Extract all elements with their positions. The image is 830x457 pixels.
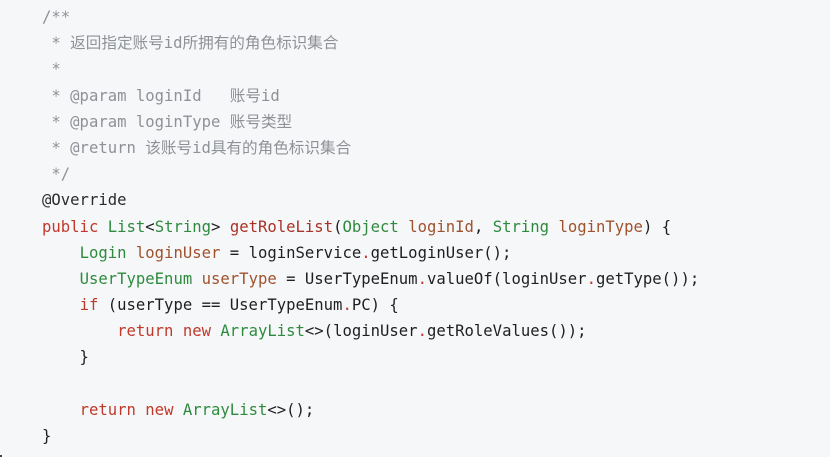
assign-usertypeenum: = UserTypeEnum	[276, 269, 418, 288]
member-dot: .	[342, 296, 352, 315]
type-object: Object	[342, 217, 399, 236]
indent	[42, 401, 80, 419]
method-close-line: }	[42, 423, 830, 449]
type-string: String	[154, 217, 212, 236]
keyword-public: public	[42, 217, 99, 236]
comment-return-line: * @return 该账号id具有的角色标识集合	[42, 135, 830, 161]
param-separator: ,	[473, 217, 493, 236]
body-line-user-type: UserTypeEnum userType = UserTypeEnum.val…	[42, 266, 830, 292]
call-getrolevalues: getRoleValues());	[426, 322, 587, 341]
type-string-param: String	[492, 217, 550, 236]
keyword-if: if	[79, 296, 99, 315]
space	[136, 401, 145, 419]
keyword-new: new	[182, 322, 212, 341]
generic-close: >	[211, 217, 230, 236]
type-login: Login	[79, 243, 127, 262]
comment-param-loginid-tag: * @param loginId	[42, 86, 230, 105]
var-loginuser: loginUser	[126, 243, 221, 262]
comment-description-line: * 返回指定账号id所拥有的角色标识集合	[42, 30, 830, 56]
keyword-new: new	[145, 400, 174, 419]
comment-description: * 返回指定账号id所拥有的角色标识集合	[42, 34, 339, 53]
comment-blank-line: *	[42, 56, 830, 82]
call-getloginuser: getLoginUser();	[370, 243, 512, 262]
body-line-if-close: }	[42, 344, 830, 370]
assign-loginservice: = loginService	[220, 243, 362, 262]
arraylist-args: <>(loginUser	[304, 322, 418, 341]
comment-open-line: /**	[42, 4, 830, 30]
space	[399, 218, 408, 236]
if-condition: (userType == UserTypeEnum	[98, 296, 343, 315]
member-dot: .	[417, 322, 427, 341]
member-dot: .	[586, 269, 596, 288]
method-name: getRoleList	[229, 217, 334, 236]
member-dot: .	[361, 243, 371, 262]
signature-close: ) {	[642, 217, 672, 236]
method-close-brace: }	[42, 427, 52, 445]
comment-param-loginid-desc: 账号id	[229, 86, 280, 105]
var-usertype: userType	[192, 269, 277, 288]
comment-param-logintype-line: * @param loginType 账号类型	[42, 109, 830, 135]
body-line-if: if (userType == UserTypeEnum.PC) {	[42, 292, 830, 318]
space	[211, 322, 220, 340]
type-usertypeenum: UserTypeEnum	[79, 269, 193, 288]
comment-close: */	[42, 165, 71, 184]
call-valueof: valueOf(loginUser	[426, 269, 587, 288]
comment-blank: *	[42, 60, 61, 79]
call-gettype: getType());	[595, 269, 700, 288]
method-signature-line: public List<String> getRoleList(Object l…	[42, 214, 830, 240]
comment-close-line: */	[42, 161, 830, 187]
indent	[42, 296, 80, 314]
keyword-return: return	[117, 322, 174, 341]
indent	[42, 322, 117, 340]
if-close-brace: }	[42, 348, 89, 367]
param-loginid: loginId	[408, 217, 474, 236]
keyword-return: return	[79, 400, 136, 419]
body-line-return-empty: return new ArrayList<>();	[42, 397, 830, 423]
paren-open: (	[333, 217, 343, 236]
comment-param-logintype-desc: 账号类型	[229, 112, 293, 131]
type-list: List	[107, 217, 146, 236]
type-arraylist: ArrayList	[182, 400, 268, 419]
generic-open: <	[145, 217, 155, 236]
comment-param-loginid-line: * @param loginId 账号id	[42, 83, 830, 109]
comment-return-desc: 该账号id具有的角色标识集合	[145, 138, 352, 157]
space	[173, 322, 182, 340]
comment-open: /**	[42, 8, 71, 26]
indent	[42, 244, 80, 262]
corner-mark	[0, 455, 2, 457]
annotation-line: @Override	[42, 187, 830, 213]
comment-param-logintype-tag: * @param loginType	[42, 112, 230, 131]
if-condition-end: PC) {	[351, 296, 399, 315]
member-dot: .	[417, 269, 427, 288]
arraylist-empty-args: <>();	[267, 400, 315, 419]
body-line-login-user: Login loginUser = loginService.getLoginU…	[42, 240, 830, 266]
indent	[42, 270, 80, 288]
type-arraylist: ArrayList	[220, 322, 305, 341]
param-logintype: loginType	[558, 217, 643, 236]
space	[173, 401, 182, 419]
body-line-blank	[42, 371, 830, 397]
override-annotation: @Override	[42, 191, 127, 210]
body-line-return-role-values: return new ArrayList<>(loginUser.getRole…	[42, 318, 830, 344]
code-text: /** * 返回指定账号id所拥有的角色标识集合 * * @param logi…	[42, 4, 830, 449]
comment-return-tag: * @return	[42, 138, 146, 157]
